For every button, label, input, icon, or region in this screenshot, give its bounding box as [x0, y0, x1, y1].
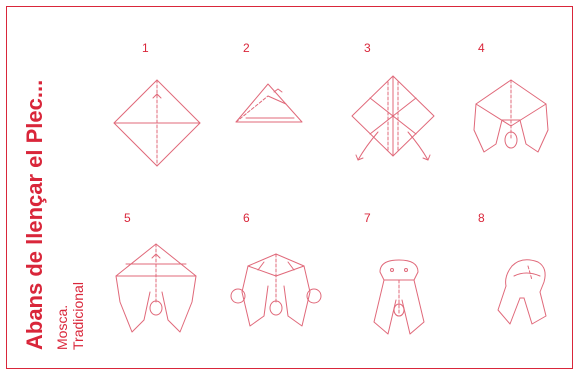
step-number-3: 3	[364, 42, 371, 54]
model-origin: Tradicional	[71, 282, 85, 350]
step-number-5: 5	[124, 212, 131, 224]
step-number-4: 4	[478, 42, 485, 54]
step-number-2: 2	[243, 42, 250, 54]
step-5-diagram	[110, 240, 202, 340]
step-3-diagram	[348, 72, 438, 172]
step-1-diagram	[112, 78, 202, 168]
step-number-6: 6	[243, 212, 250, 224]
step-2-diagram	[234, 82, 304, 127]
step-4-diagram	[466, 74, 556, 166]
step-7-diagram	[366, 252, 432, 338]
step-6-diagram	[228, 246, 324, 338]
step-number-8: 8	[478, 212, 485, 224]
step-8-diagram	[492, 252, 554, 332]
model-name: Mosca.	[55, 305, 69, 350]
step-number-7: 7	[364, 212, 371, 224]
page-title: Abans de llençar el Plec...	[24, 80, 46, 350]
step-number-1: 1	[142, 42, 149, 54]
